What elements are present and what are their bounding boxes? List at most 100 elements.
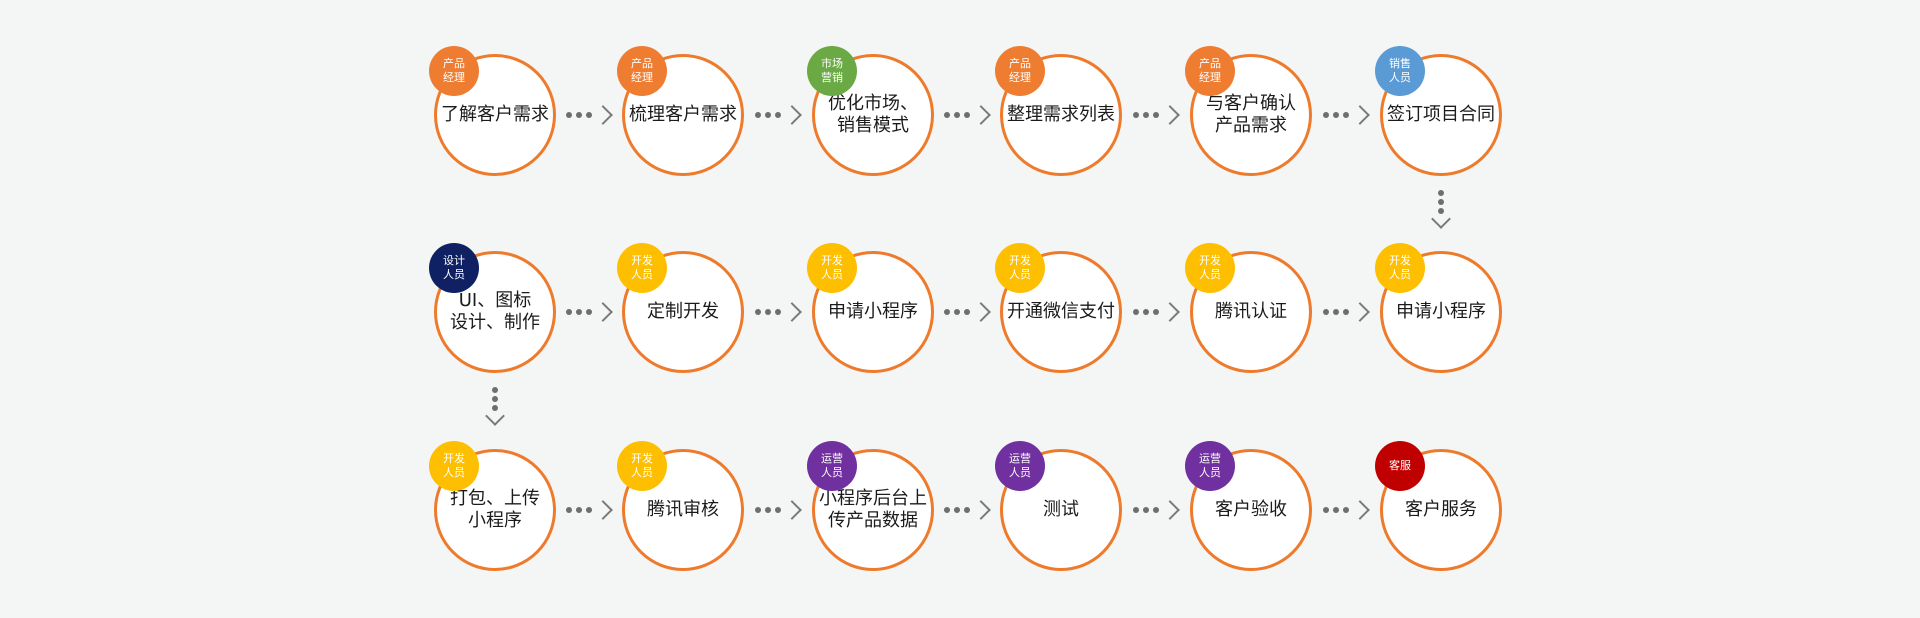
flow-step: 腾讯审核开发 人员 <box>617 441 744 571</box>
chevron-right-icon <box>782 500 802 520</box>
arrow-dot <box>1323 507 1329 513</box>
arrow-dot <box>1323 112 1329 118</box>
flow-step: 了解客户需求 产品 经理 <box>429 46 556 176</box>
arrow-dot <box>964 309 970 315</box>
flow-arrow-right-icon <box>1133 299 1180 325</box>
chevron-down-icon <box>1431 208 1451 229</box>
flow-arrow-right-icon <box>944 497 991 523</box>
flow-step: 测试运营 人员 <box>995 441 1122 571</box>
arrow-dot <box>1333 309 1339 315</box>
arrow-dot <box>1133 309 1139 315</box>
arrow-dot <box>566 309 572 315</box>
flow-step: 客户验收运营 人员 <box>1185 441 1312 571</box>
flow-step: 打包、上传 小程序开发 人员 <box>429 441 556 571</box>
flow-step-label: 定制开发 <box>647 301 719 322</box>
flow-step-label: 签订项目合同 <box>1387 104 1495 125</box>
arrow-dot <box>765 112 771 118</box>
arrow-dot <box>566 507 572 513</box>
arrow-dot <box>586 112 592 118</box>
arrow-dot <box>1153 309 1159 315</box>
flow-step: 梳理客户需求 产品 经理 <box>617 46 744 176</box>
flow-arrow-right-icon <box>1323 299 1370 325</box>
chevron-right-icon <box>971 105 991 125</box>
arrow-dot <box>944 507 950 513</box>
arrow-dot <box>765 507 771 513</box>
role-badge: 运营 人员 <box>1185 441 1235 491</box>
flow-arrow-right-icon <box>1133 497 1180 523</box>
flow-arrow-right-icon <box>566 497 613 523</box>
flow-arrow-right-icon <box>755 102 802 128</box>
arrow-dot <box>1143 309 1149 315</box>
chevron-right-icon <box>1350 105 1370 125</box>
flow-step-label: 优化市场、 销售模式 <box>828 93 918 136</box>
flow-step-label: 测试 <box>1043 499 1079 520</box>
chevron-right-icon <box>1160 105 1180 125</box>
arrow-dot <box>1143 507 1149 513</box>
flow-step: 申请小程序开发 人员 <box>807 243 934 373</box>
role-badge: 产品 经理 <box>995 46 1045 96</box>
arrow-dot <box>755 507 761 513</box>
chevron-right-icon <box>1160 302 1180 322</box>
flow-arrow-down-icon <box>482 387 508 435</box>
arrow-dot <box>576 507 582 513</box>
role-badge: 开发 人员 <box>429 441 479 491</box>
arrow-dot <box>1343 309 1349 315</box>
role-badge: 产品 经理 <box>617 46 667 96</box>
flow-step-label: 打包、上传 小程序 <box>450 488 540 531</box>
flow-step-label: 了解客户需求 <box>441 104 549 125</box>
arrow-dot <box>576 309 582 315</box>
arrow-dot <box>1343 112 1349 118</box>
flow-arrow-down-icon <box>1428 189 1454 238</box>
flow-step: 客户服务 客服 <box>1375 441 1502 571</box>
flow-step: 申请小程序 开发 人员 <box>1375 243 1502 373</box>
arrow-dot <box>492 387 498 393</box>
chevron-right-icon <box>971 302 991 322</box>
role-badge: 运营 人员 <box>807 441 857 491</box>
flow-step-label: 申请小程序 <box>828 301 918 322</box>
role-badge: 产品 经理 <box>429 46 479 96</box>
chevron-right-icon <box>593 302 613 322</box>
flow-step: 开通微信支付开发 人员 <box>995 243 1122 373</box>
flow-arrow-right-icon <box>566 102 613 128</box>
role-badge: 开发 人员 <box>1375 243 1425 293</box>
arrow-dot <box>1438 207 1444 214</box>
arrow-dot <box>944 112 950 118</box>
arrow-dot <box>492 405 498 411</box>
flow-step-label: 客户服务 <box>1405 499 1477 520</box>
arrow-dot <box>765 309 771 315</box>
arrow-dot <box>1343 507 1349 513</box>
arrow-dot <box>954 507 960 513</box>
arrow-dot <box>954 112 960 118</box>
arrow-dot <box>586 309 592 315</box>
arrow-dot <box>1133 507 1139 513</box>
arrow-dot <box>576 112 582 118</box>
arrow-dot <box>1323 309 1329 315</box>
role-badge: 开发 人员 <box>995 243 1045 293</box>
flow-step-label: 申请小程序 <box>1396 301 1486 322</box>
role-badge: 产品 经理 <box>1185 46 1235 96</box>
arrow-dot <box>755 309 761 315</box>
chevron-right-icon <box>1350 500 1370 520</box>
arrow-dot <box>964 507 970 513</box>
arrow-dot <box>775 309 781 315</box>
flow-arrow-right-icon <box>1323 497 1370 523</box>
flow-step-label: 腾讯认证 <box>1215 301 1287 322</box>
chevron-right-icon <box>1350 302 1370 322</box>
flow-arrow-right-icon <box>944 102 991 128</box>
role-badge: 销售 人员 <box>1375 46 1425 96</box>
flow-arrow-right-icon <box>1323 102 1370 128</box>
flow-step: 小程序后台上 传产品数据运营 人员 <box>807 441 934 571</box>
flow-step-label: 与客户确认 产品需求 <box>1206 93 1296 136</box>
chevron-right-icon <box>782 105 802 125</box>
flow-step-label: 梳理客户需求 <box>629 104 737 125</box>
arrow-dot <box>1133 112 1139 118</box>
flow-arrow-right-icon <box>755 299 802 325</box>
flow-arrow-right-icon <box>755 497 802 523</box>
chevron-right-icon <box>782 302 802 322</box>
arrow-dot <box>1333 507 1339 513</box>
role-badge: 开发 人员 <box>617 441 667 491</box>
flow-step-label: UI、图标 设计、制作 <box>450 290 540 333</box>
role-badge: 客服 <box>1375 441 1425 491</box>
chevron-right-icon <box>593 500 613 520</box>
